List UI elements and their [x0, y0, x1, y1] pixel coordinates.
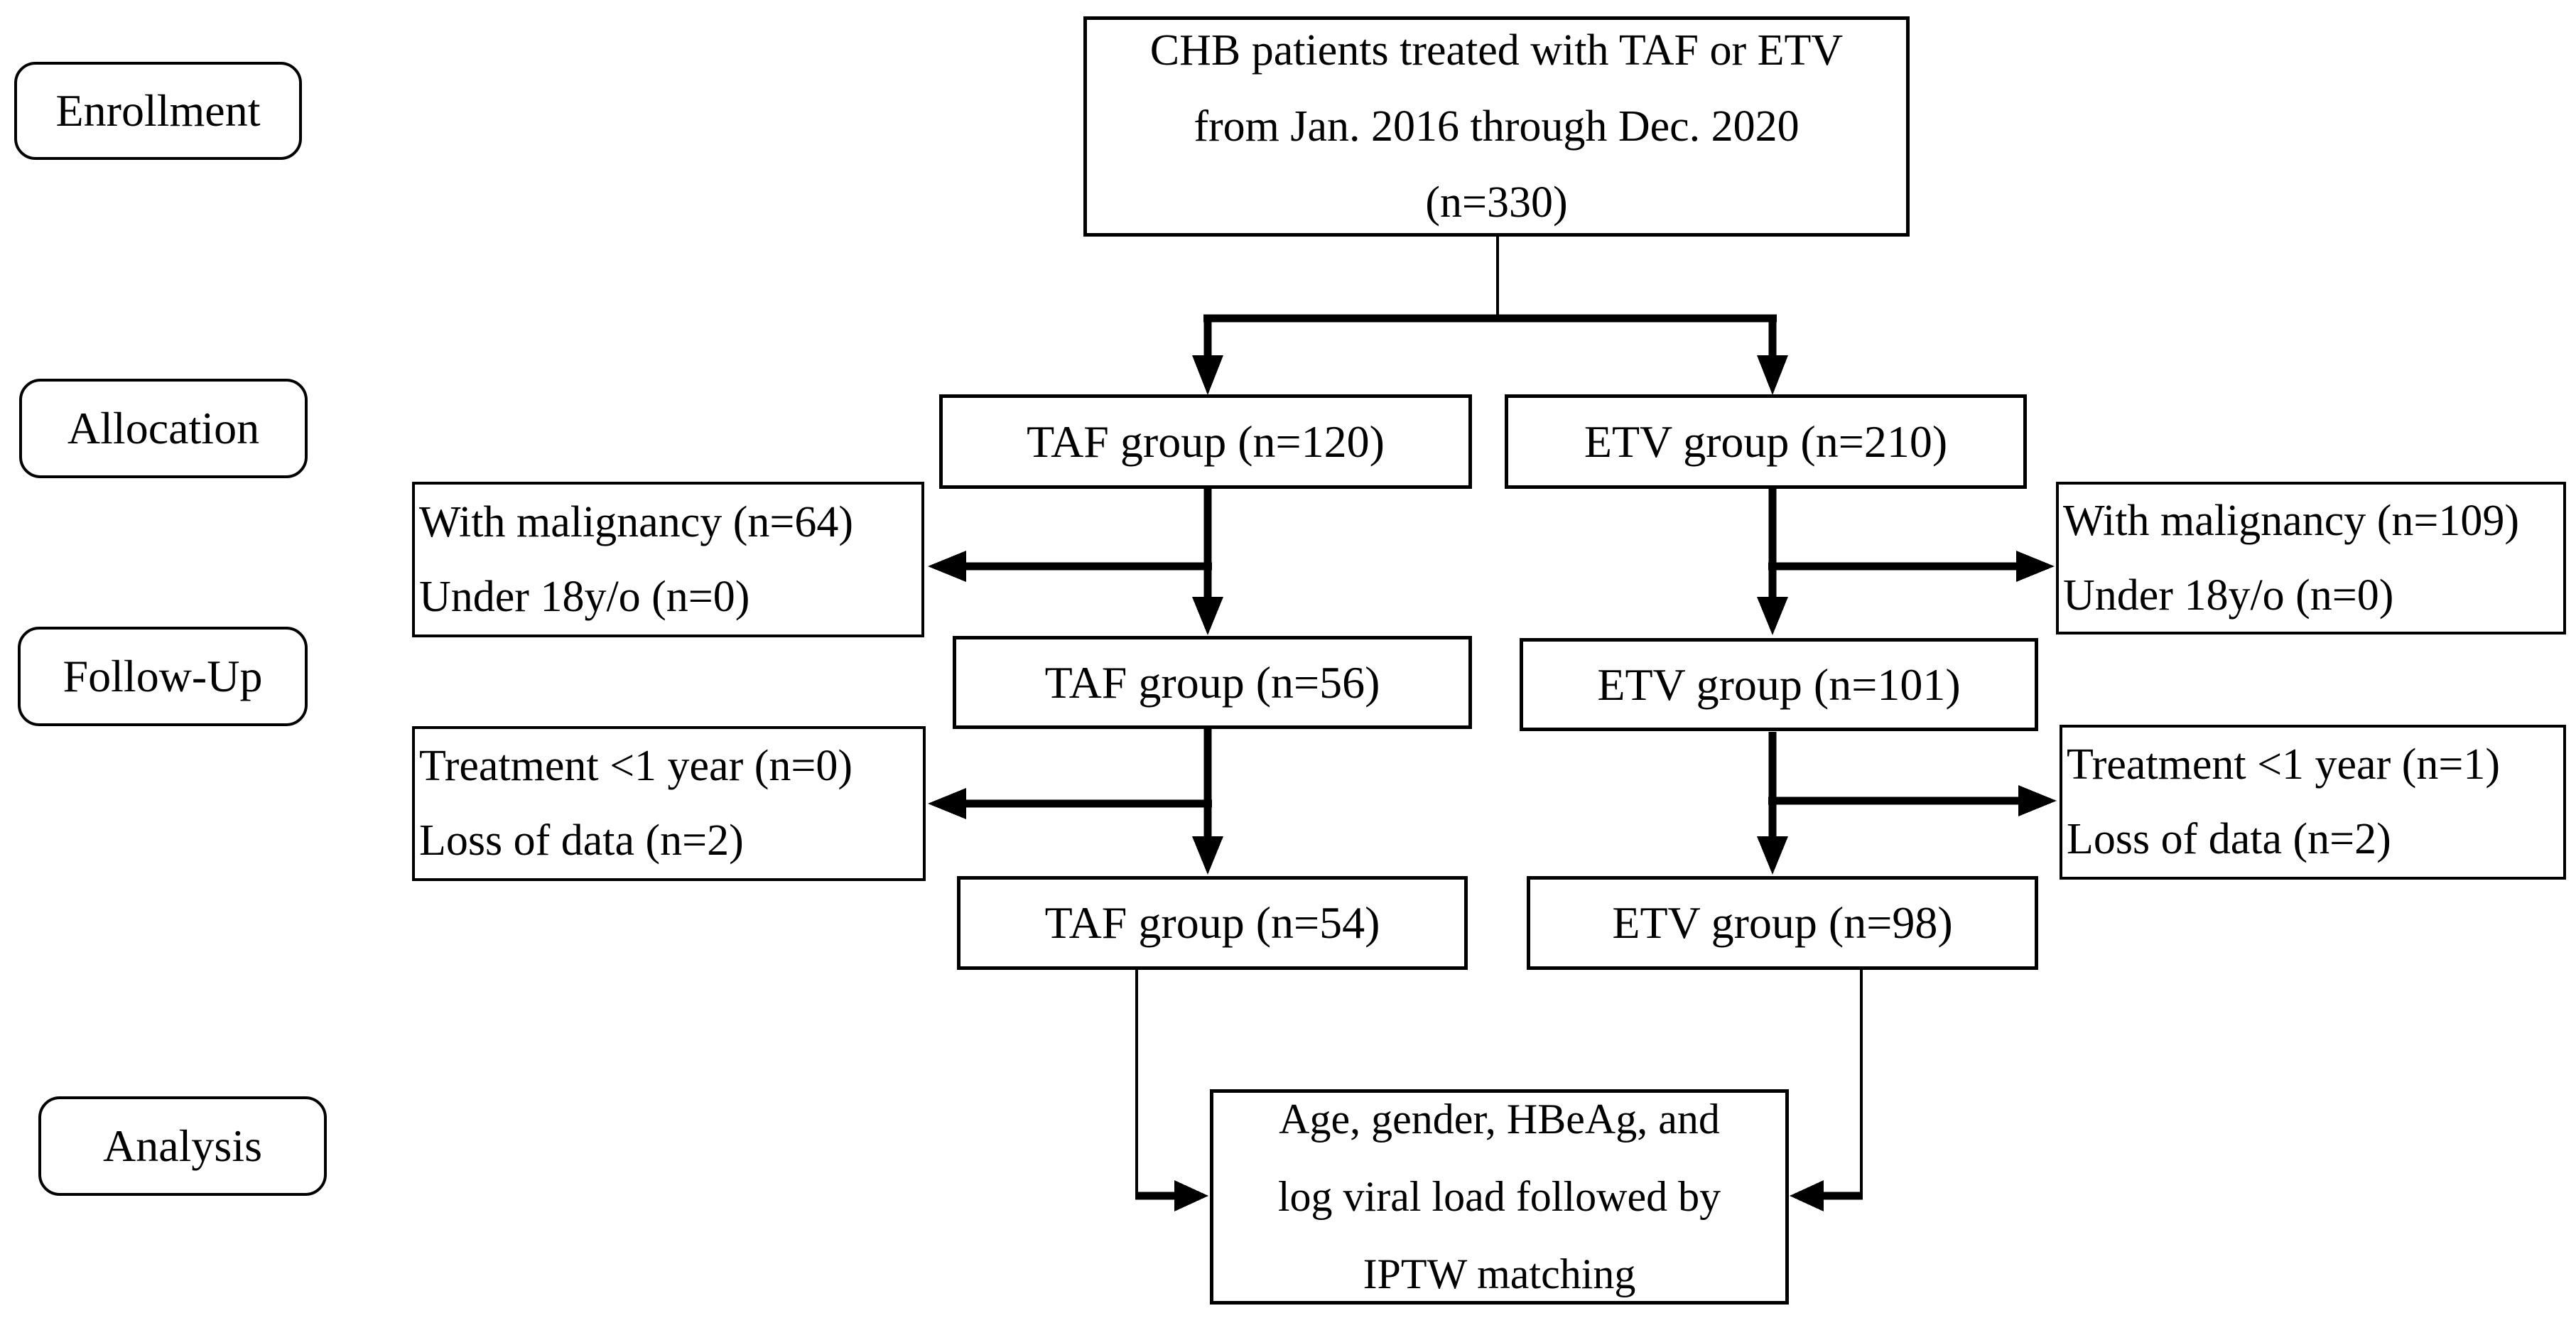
- arrow-etv-exclusion-1: [1768, 551, 2055, 582]
- stage-followup: Follow-Up: [18, 627, 308, 726]
- taf-followup-label: TAF group (n=56): [1044, 657, 1380, 708]
- etv-exclusion-1-line-2: Under 18y/o (n=0): [2063, 571, 2394, 620]
- connector-taf-allocation-to-followup: [1192, 489, 1223, 635]
- stage-followup-label: Follow-Up: [63, 651, 263, 701]
- box-etv-exclusion-2: Treatment <1 year (n=1) Loss of data (n=…: [2060, 725, 2566, 880]
- box-taf-exclusion-2: Treatment <1 year (n=0) Loss of data (n=…: [412, 726, 926, 881]
- etv-allocation-label: ETV group (n=210): [1584, 416, 1948, 467]
- chb-patients-line-1: CHB patients treated with TAF or ETV: [1149, 26, 1844, 75]
- box-iptw-analysis: Age, gender, HBeAg, and log viral load f…: [1210, 1089, 1789, 1305]
- connector-enrollment-split: [1192, 237, 1788, 395]
- arrow-etv-exclusion-2: [1768, 785, 2057, 816]
- iptw-analysis-line-3: IPTW matching: [1363, 1251, 1636, 1297]
- box-taf-followup: TAF group (n=56): [953, 636, 1472, 729]
- connector-etv-final-to-analysis: [1790, 970, 1863, 1211]
- stage-enrollment-label: Enrollment: [55, 85, 261, 136]
- connector-etv-allocation-to-followup: [1757, 489, 1788, 635]
- box-etv-allocation: ETV group (n=210): [1505, 394, 2027, 489]
- arrow-taf-exclusion-1: [928, 551, 1212, 582]
- box-etv-final: ETV group (n=98): [1527, 876, 2038, 970]
- etv-exclusion-2-line-1: Treatment <1 year (n=1): [2067, 740, 2500, 789]
- taf-exclusion-2-line-2: Loss of data (n=2): [419, 816, 744, 865]
- etv-final-label: ETV group (n=98): [1612, 897, 1953, 948]
- arrow-taf-exclusion-2: [928, 788, 1212, 819]
- stage-enrollment: Enrollment: [14, 62, 302, 160]
- stage-allocation-label: Allocation: [67, 403, 260, 453]
- connector-taf-followup-to-final: [1192, 729, 1223, 875]
- taf-exclusion-2-line-1: Treatment <1 year (n=0): [419, 742, 853, 790]
- chb-patients-line-2: from Jan. 2016 through Dec. 2020: [1194, 102, 1800, 151]
- box-chb-patients: CHB patients treated with TAF or ETV fro…: [1083, 16, 1910, 237]
- etv-exclusion-2-line-2: Loss of data (n=2): [2067, 815, 2391, 863]
- box-taf-exclusion-1: With malignancy (n=64) Under 18y/o (n=0): [412, 482, 924, 637]
- connector-etv-followup-to-final: [1757, 732, 1788, 875]
- stage-analysis: Analysis: [38, 1096, 327, 1196]
- box-taf-final: TAF group (n=54): [957, 876, 1468, 970]
- iptw-analysis-line-1: Age, gender, HBeAg, and: [1279, 1096, 1720, 1143]
- etv-followup-label: ETV group (n=101): [1597, 659, 1961, 710]
- iptw-analysis-line-2: log viral load followed by: [1277, 1173, 1721, 1220]
- chb-patients-line-3: (n=330): [1425, 178, 1568, 227]
- taf-exclusion-1-line-2: Under 18y/o (n=0): [419, 572, 750, 621]
- box-etv-exclusion-1: With malignancy (n=109) Under 18y/o (n=0…: [2056, 482, 2566, 634]
- connector-taf-final-to-analysis: [1135, 970, 1208, 1211]
- taf-allocation-label: TAF group (n=120): [1027, 416, 1385, 467]
- etv-exclusion-1-line-1: With malignancy (n=109): [2063, 496, 2519, 545]
- taf-final-label: TAF group (n=54): [1044, 897, 1380, 948]
- stage-analysis-label: Analysis: [103, 1120, 262, 1171]
- stage-allocation: Allocation: [19, 379, 308, 478]
- taf-exclusion-1-line-1: With malignancy (n=64): [419, 497, 853, 546]
- box-taf-allocation: TAF group (n=120): [939, 394, 1472, 489]
- box-etv-followup: ETV group (n=101): [1520, 638, 2038, 731]
